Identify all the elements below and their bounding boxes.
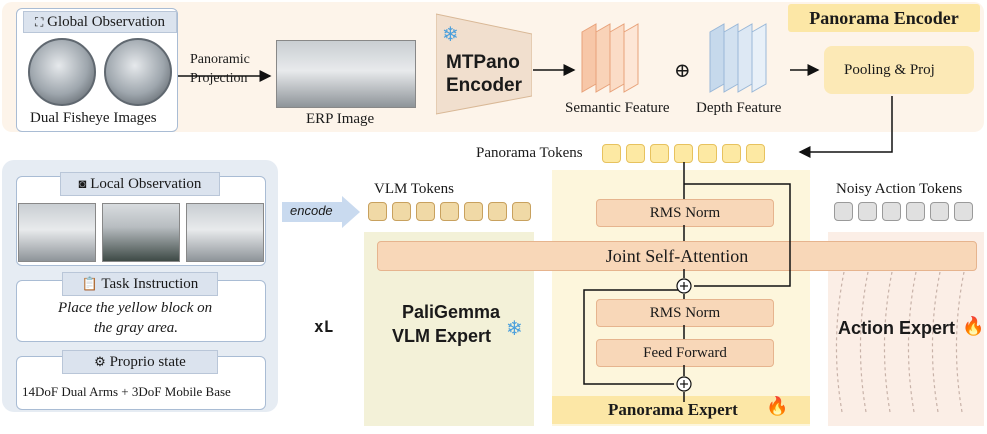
mtpano-label-2: Encoder [446,75,523,96]
camera-icon: ◙ [78,176,87,191]
pano-token [602,144,621,163]
panorama-tokens-label: Panorama Tokens [476,145,583,161]
semantic-feature-label: Semantic Feature [565,100,670,116]
mtpano-snowflake-icon: ❄ [442,24,459,46]
proprio-state-header: ⚙ Proprio state [62,350,218,374]
vlm-token [512,202,531,221]
depth-feature-stack [709,23,767,93]
panorama-expert-title-bar [552,396,810,424]
panorama-icon: ⛶ [34,15,44,29]
mtpano-label-1: MTPano [446,52,520,73]
act-token [930,202,949,221]
dual-fisheye-label: Dual Fisheye Images [30,110,157,126]
rms-norm-2: RMS Norm [596,299,774,327]
vlm-token [488,202,507,221]
local-observation-header: ◙ Local Observation [60,172,220,196]
vlm-tokens-label: VLM Tokens [374,181,454,197]
repeat-label: xL [314,317,334,336]
paligemma-snowflake-icon: ❄ [506,318,523,340]
action-expert-fire-icon: 🔥 [962,316,985,337]
act-token [954,202,973,221]
act-token [858,202,877,221]
vlm-token [392,202,411,221]
vlm-token [464,202,483,221]
paligemma-label-2: VLM Expert [392,326,492,346]
erp-image [276,40,416,108]
act-token [882,202,901,221]
action-expert-label: Action Expert [838,318,956,338]
pooling-proj-label: Pooling & Proj [844,62,935,78]
act-token [906,202,925,221]
projection-label-1: Panoramic [190,52,250,67]
encode-label: encode [290,203,333,218]
encode-arrow [282,196,360,228]
pano-token [722,144,741,163]
fisheye-image-left [28,38,96,106]
local-image-2 [102,203,180,262]
feed-forward: Feed Forward [596,339,774,367]
noisy-action-tokens-label: Noisy Action Tokens [836,181,963,197]
panorama-encoder-title: Panorama Encoder [788,4,980,32]
act-token [834,202,853,221]
erp-image-label: ERP Image [306,111,375,127]
projection-label-2: Projection [190,71,248,86]
robot-icon: ⚙ [94,354,106,369]
panorama-expert-label: Panorama Expert [608,400,738,419]
mtpano-encoder-shape [436,13,532,115]
instruction-text-2: the gray area. [94,320,179,336]
vlm-token [368,202,387,221]
task-instruction-header: 📋 Task Instruction [62,272,218,296]
rms-norm-1: RMS Norm [596,199,774,227]
local-image-3 [186,203,264,262]
local-image-1 [18,203,96,262]
joint-self-attention: Joint Self-Attention [377,241,977,271]
instruction-text-1: Place the yellow block on [58,300,213,316]
vlm-token [416,202,435,221]
clipboard-icon: 📋 [81,276,98,291]
global-observation-header: ⛶ Global Observation [23,11,177,33]
pano-token [650,144,669,163]
plus-operator: ⊕ [674,60,691,82]
pano-token [698,144,717,163]
depth-feature-label: Depth Feature [696,100,782,116]
panorama-expert-fire-icon: 🔥 [766,396,789,417]
pano-token [626,144,645,163]
pano-token [746,144,765,163]
fisheye-image-right [104,38,172,106]
paligemma-label-1: PaliGemma [402,302,501,322]
semantic-feature-stack [581,23,639,93]
pooling-proj-box [824,46,974,94]
proprio-value: 14DoF Dual Arms + 3DoF Mobile Base [22,384,231,399]
vlm-token [440,202,459,221]
